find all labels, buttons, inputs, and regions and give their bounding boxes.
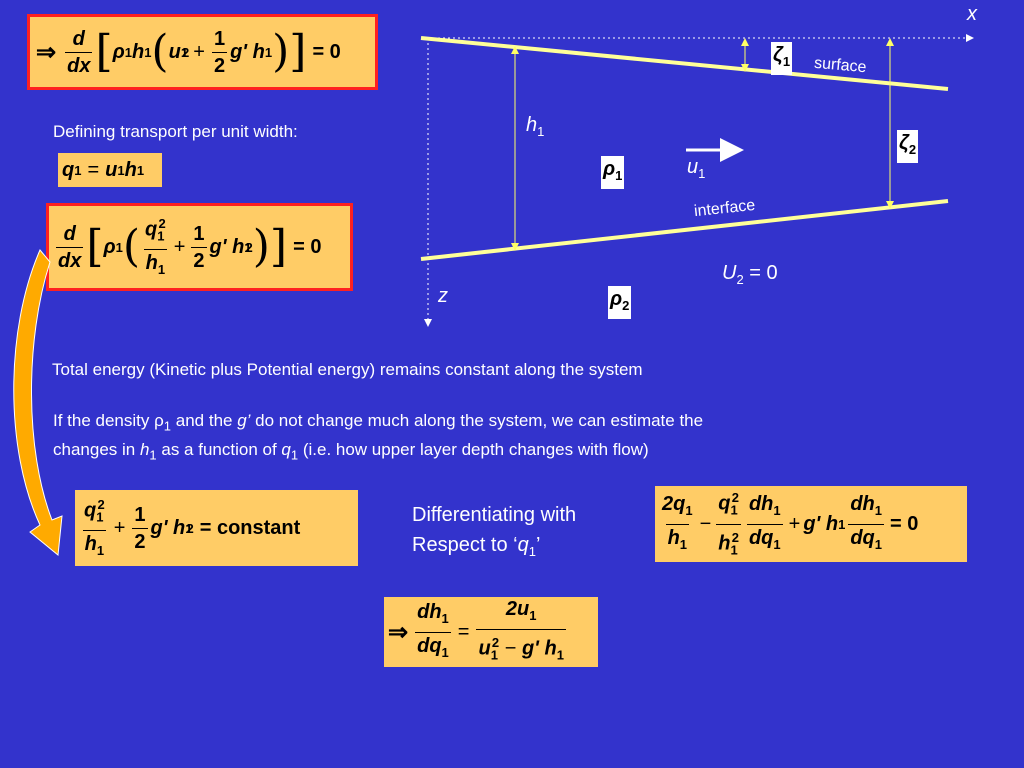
u1-label: u1 [687, 156, 706, 181]
U2-label: U2 = 0 [722, 262, 778, 287]
energy-statement: Total energy (Kinetic plus Potential ene… [52, 360, 643, 379]
rho1-label: ρ1 [601, 156, 625, 189]
rho2-label: ρ2 [608, 286, 632, 319]
implies-symbol: ⇒ [36, 38, 57, 66]
z-axis-label: z [438, 285, 448, 307]
defining-transport-label: Defining transport per unit width: [53, 122, 298, 141]
differentiating-text: Differentiating with Respect to ‘q1’ [412, 504, 577, 559]
zeta1-label: ζ1 [771, 42, 793, 75]
h1-label: h1 [526, 114, 545, 139]
density-statement: If the density ρ1 and the g’ do not chan… [53, 411, 704, 463]
curved-arrow-body [13, 249, 63, 556]
zeta2-label: ζ2 [897, 130, 919, 163]
surface-line [420, 36, 949, 91]
interface-line [420, 199, 949, 261]
x-axis-label: x [967, 3, 977, 25]
